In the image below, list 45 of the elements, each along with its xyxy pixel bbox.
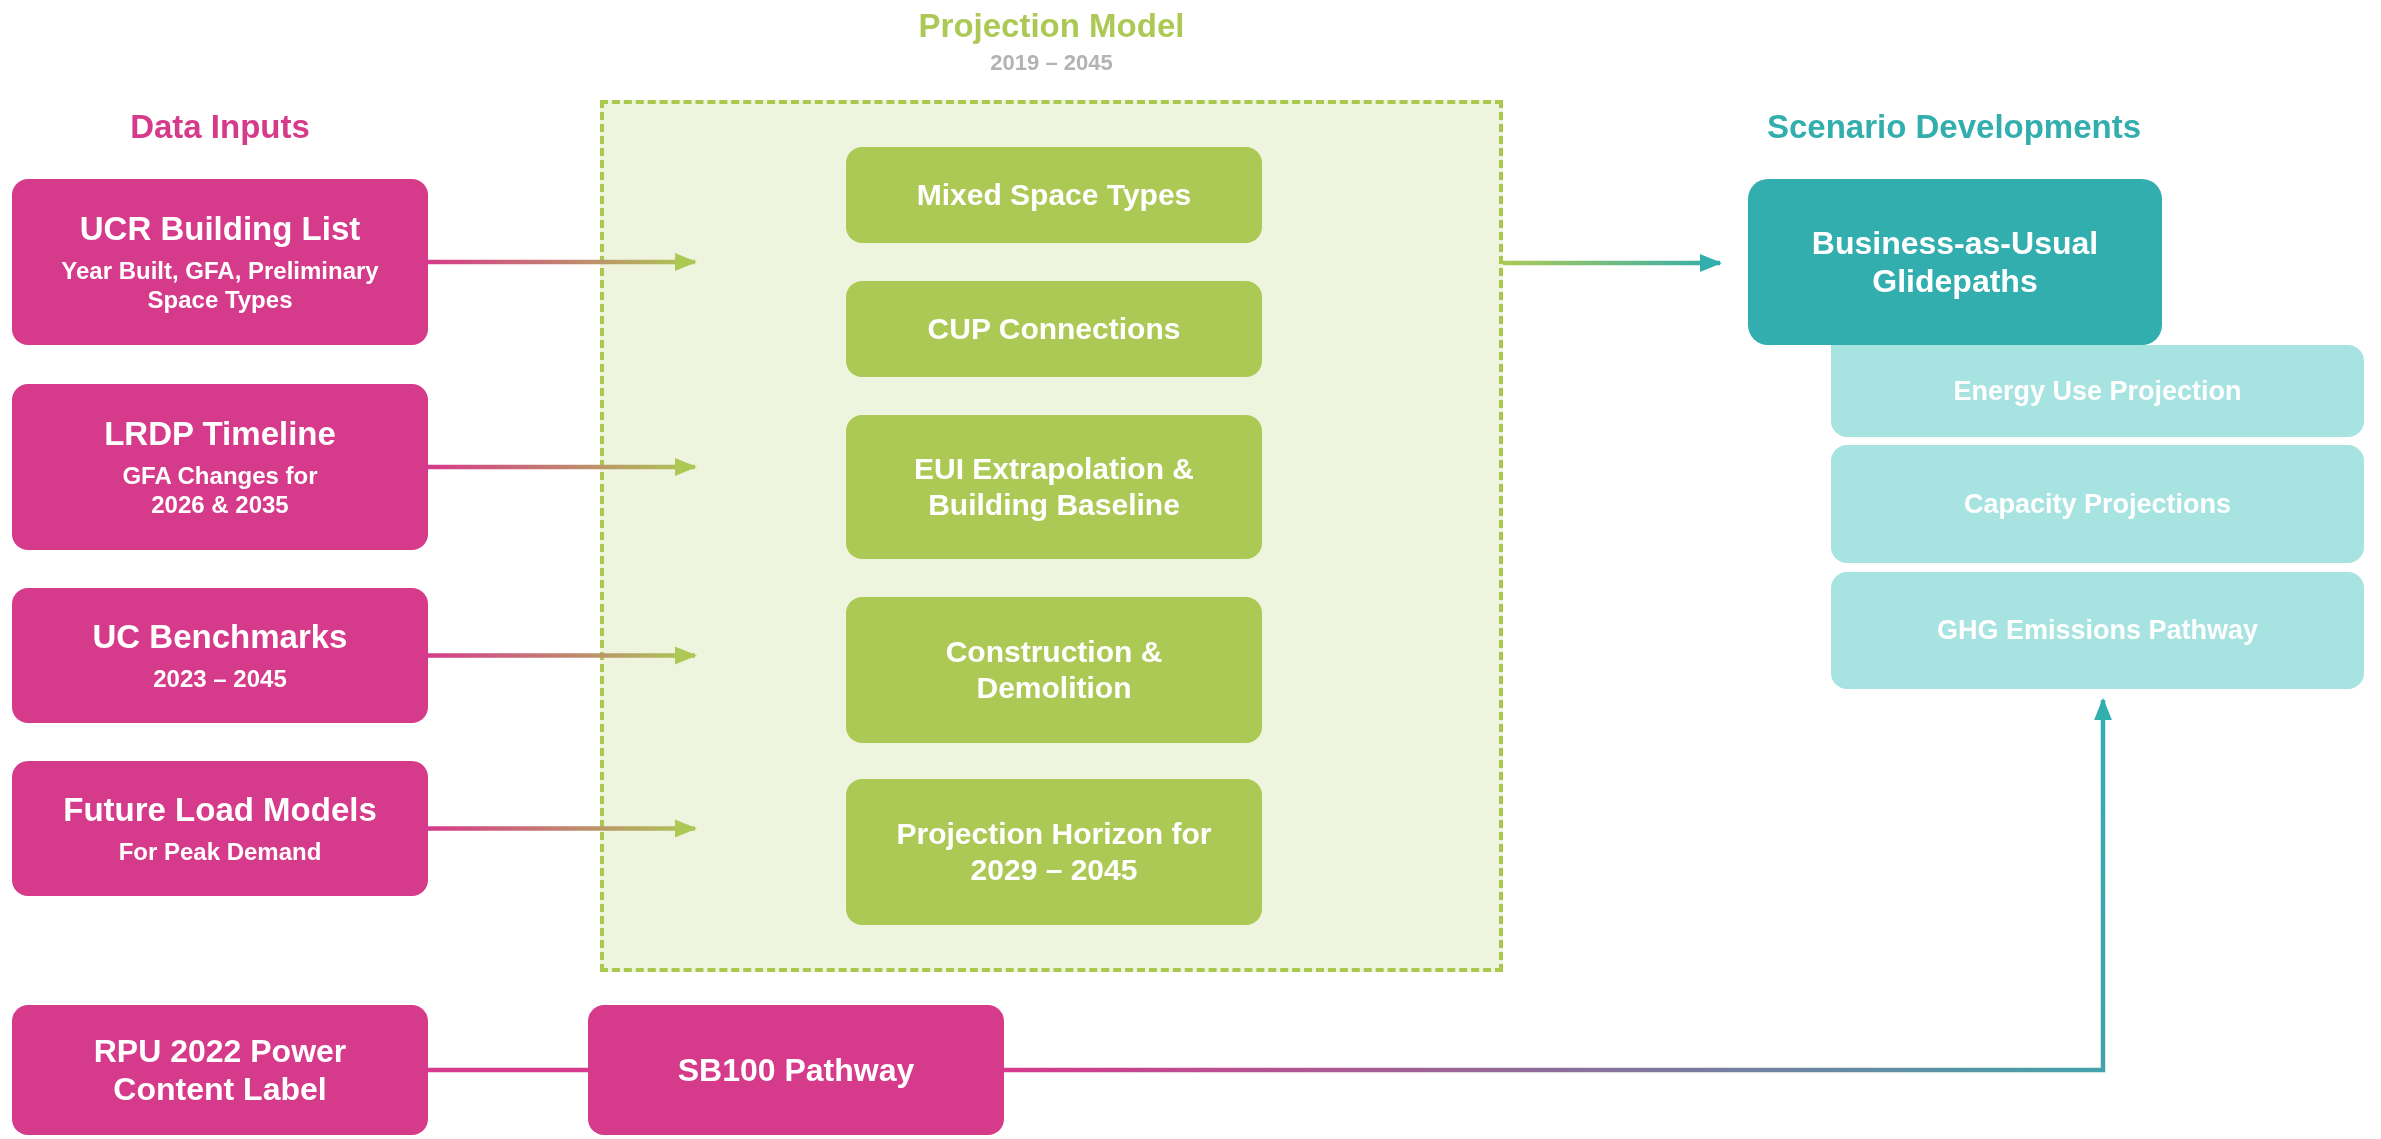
box-title: SB100 Pathway — [677, 1050, 915, 1090]
arrow — [428, 253, 698, 271]
model-step-box — [846, 779, 1262, 925]
arrow — [428, 646, 698, 665]
box-title: Mixed Space Types — [916, 177, 1192, 213]
input-box — [12, 179, 428, 345]
year-range: 2019 – 2045 — [989, 50, 1114, 77]
box-title: EUI Extrapolation & Building Baseline — [912, 451, 1195, 523]
section-heading: Projection Model — [917, 6, 1186, 46]
input-box — [12, 588, 428, 723]
box-title: UCR Building List — [79, 209, 361, 249]
model-step-box — [846, 147, 1262, 243]
arrow — [1503, 254, 1723, 272]
model-step-box — [846, 415, 1262, 559]
box-subtitle: Year Built, GFA, Preliminary Space Types — [60, 257, 380, 315]
input-box — [12, 761, 428, 896]
column-heading: Data Inputs — [130, 108, 310, 146]
box-subtitle: 2023 – 2045 — [153, 664, 287, 694]
input-box — [588, 1005, 1004, 1135]
box-subtitle: For Peak Demand — [118, 837, 322, 867]
box-title: Energy Use Projection — [1953, 374, 2242, 408]
box-title: GHG Emissions Pathway — [1936, 614, 2259, 647]
input-box — [12, 384, 428, 550]
model-step-box — [846, 281, 1262, 377]
column-heading: Scenario Developments — [1766, 108, 2142, 146]
box-subtitle: GFA Changes for 2026 & 2035 — [121, 462, 319, 520]
connector-line — [428, 1067, 588, 1073]
box-title: CUP Connections — [927, 311, 1181, 347]
box-title: Future Load Models — [63, 790, 377, 830]
box-title: LRDP Timeline — [104, 414, 336, 454]
arrow — [1004, 697, 2112, 1073]
scenario-box — [1748, 179, 2162, 345]
input-box — [12, 1005, 428, 1135]
arrow — [428, 458, 698, 476]
box-title: Business-as-Usual Glidepaths — [1810, 223, 2100, 301]
box-title: Projection Horizon for 2029 – 2045 — [895, 816, 1213, 888]
scenario-item-box — [1831, 345, 2364, 437]
box-title: UC Benchmarks — [92, 617, 348, 657]
scenario-item-box — [1831, 445, 2364, 563]
arrow — [428, 819, 698, 838]
scenario-item-box — [1831, 572, 2364, 689]
model-step-box — [846, 597, 1262, 743]
box-title: Capacity Projections — [1963, 487, 2232, 521]
box-title: Construction & Demolition — [944, 634, 1164, 706]
box-title: RPU 2022 Power Content Label — [92, 1031, 348, 1109]
